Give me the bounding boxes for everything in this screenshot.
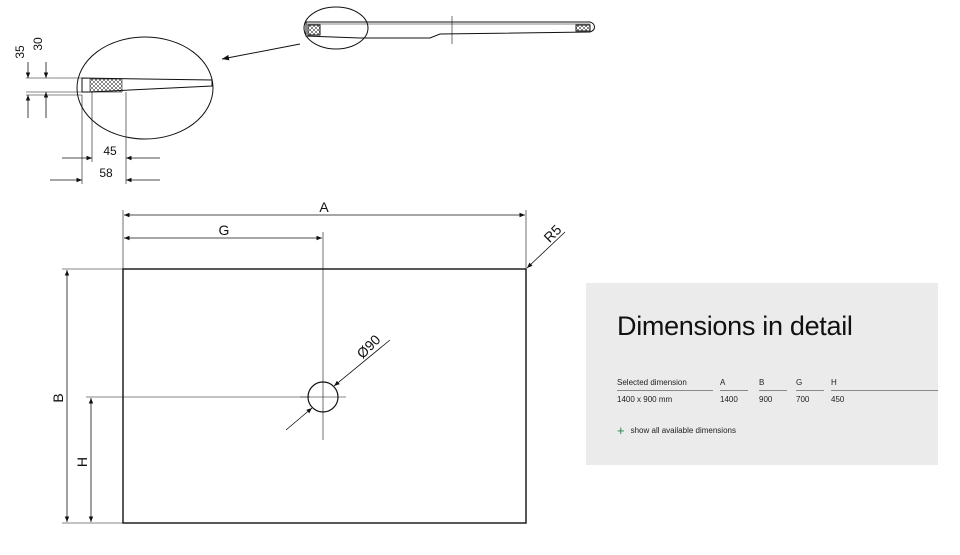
col-selected-dimension: Selected dimension	[617, 378, 687, 387]
panel-title: Dimensions in detail	[617, 311, 853, 341]
dim-30-label: 30	[31, 37, 45, 51]
col-a: A	[720, 378, 726, 387]
dim-45-label: 45	[103, 144, 117, 158]
divider	[617, 390, 713, 391]
divider	[720, 390, 748, 391]
dim-g-label: G	[219, 222, 230, 238]
value-b: 900	[759, 395, 773, 404]
edge-detail-view	[25, 36, 214, 184]
detail-pointer-arrow	[221, 43, 301, 61]
dim-b-label: B	[50, 393, 66, 402]
plan-view	[62, 210, 566, 524]
value-a: 1400	[720, 395, 738, 404]
side-profile-view	[303, 6, 595, 50]
dim-h-label: H	[74, 457, 90, 467]
radius-label: R5	[540, 221, 564, 245]
divider	[831, 390, 938, 391]
selected-dimension-value: 1400 x 900 mm	[617, 395, 673, 404]
show-all-dimensions-link[interactable]: + show all available dimensions	[617, 422, 736, 438]
dim-58-label: 58	[99, 166, 113, 180]
col-b: B	[759, 378, 765, 387]
show-all-label: show all available dimensions	[630, 426, 736, 435]
col-h: H	[831, 378, 837, 387]
dim-a-label: A	[319, 199, 329, 215]
divider	[796, 390, 824, 391]
value-g: 700	[796, 395, 810, 404]
value-h: 450	[831, 395, 845, 404]
tray-outline	[122, 268, 527, 524]
dimensions-panel: Dimensions in detail Selected dimension …	[586, 283, 938, 465]
divider	[759, 390, 787, 391]
plus-icon: +	[617, 422, 625, 438]
col-g: G	[796, 378, 803, 387]
drain-diameter-label: Ø90	[353, 331, 383, 361]
dim-35-label: 35	[13, 45, 27, 59]
